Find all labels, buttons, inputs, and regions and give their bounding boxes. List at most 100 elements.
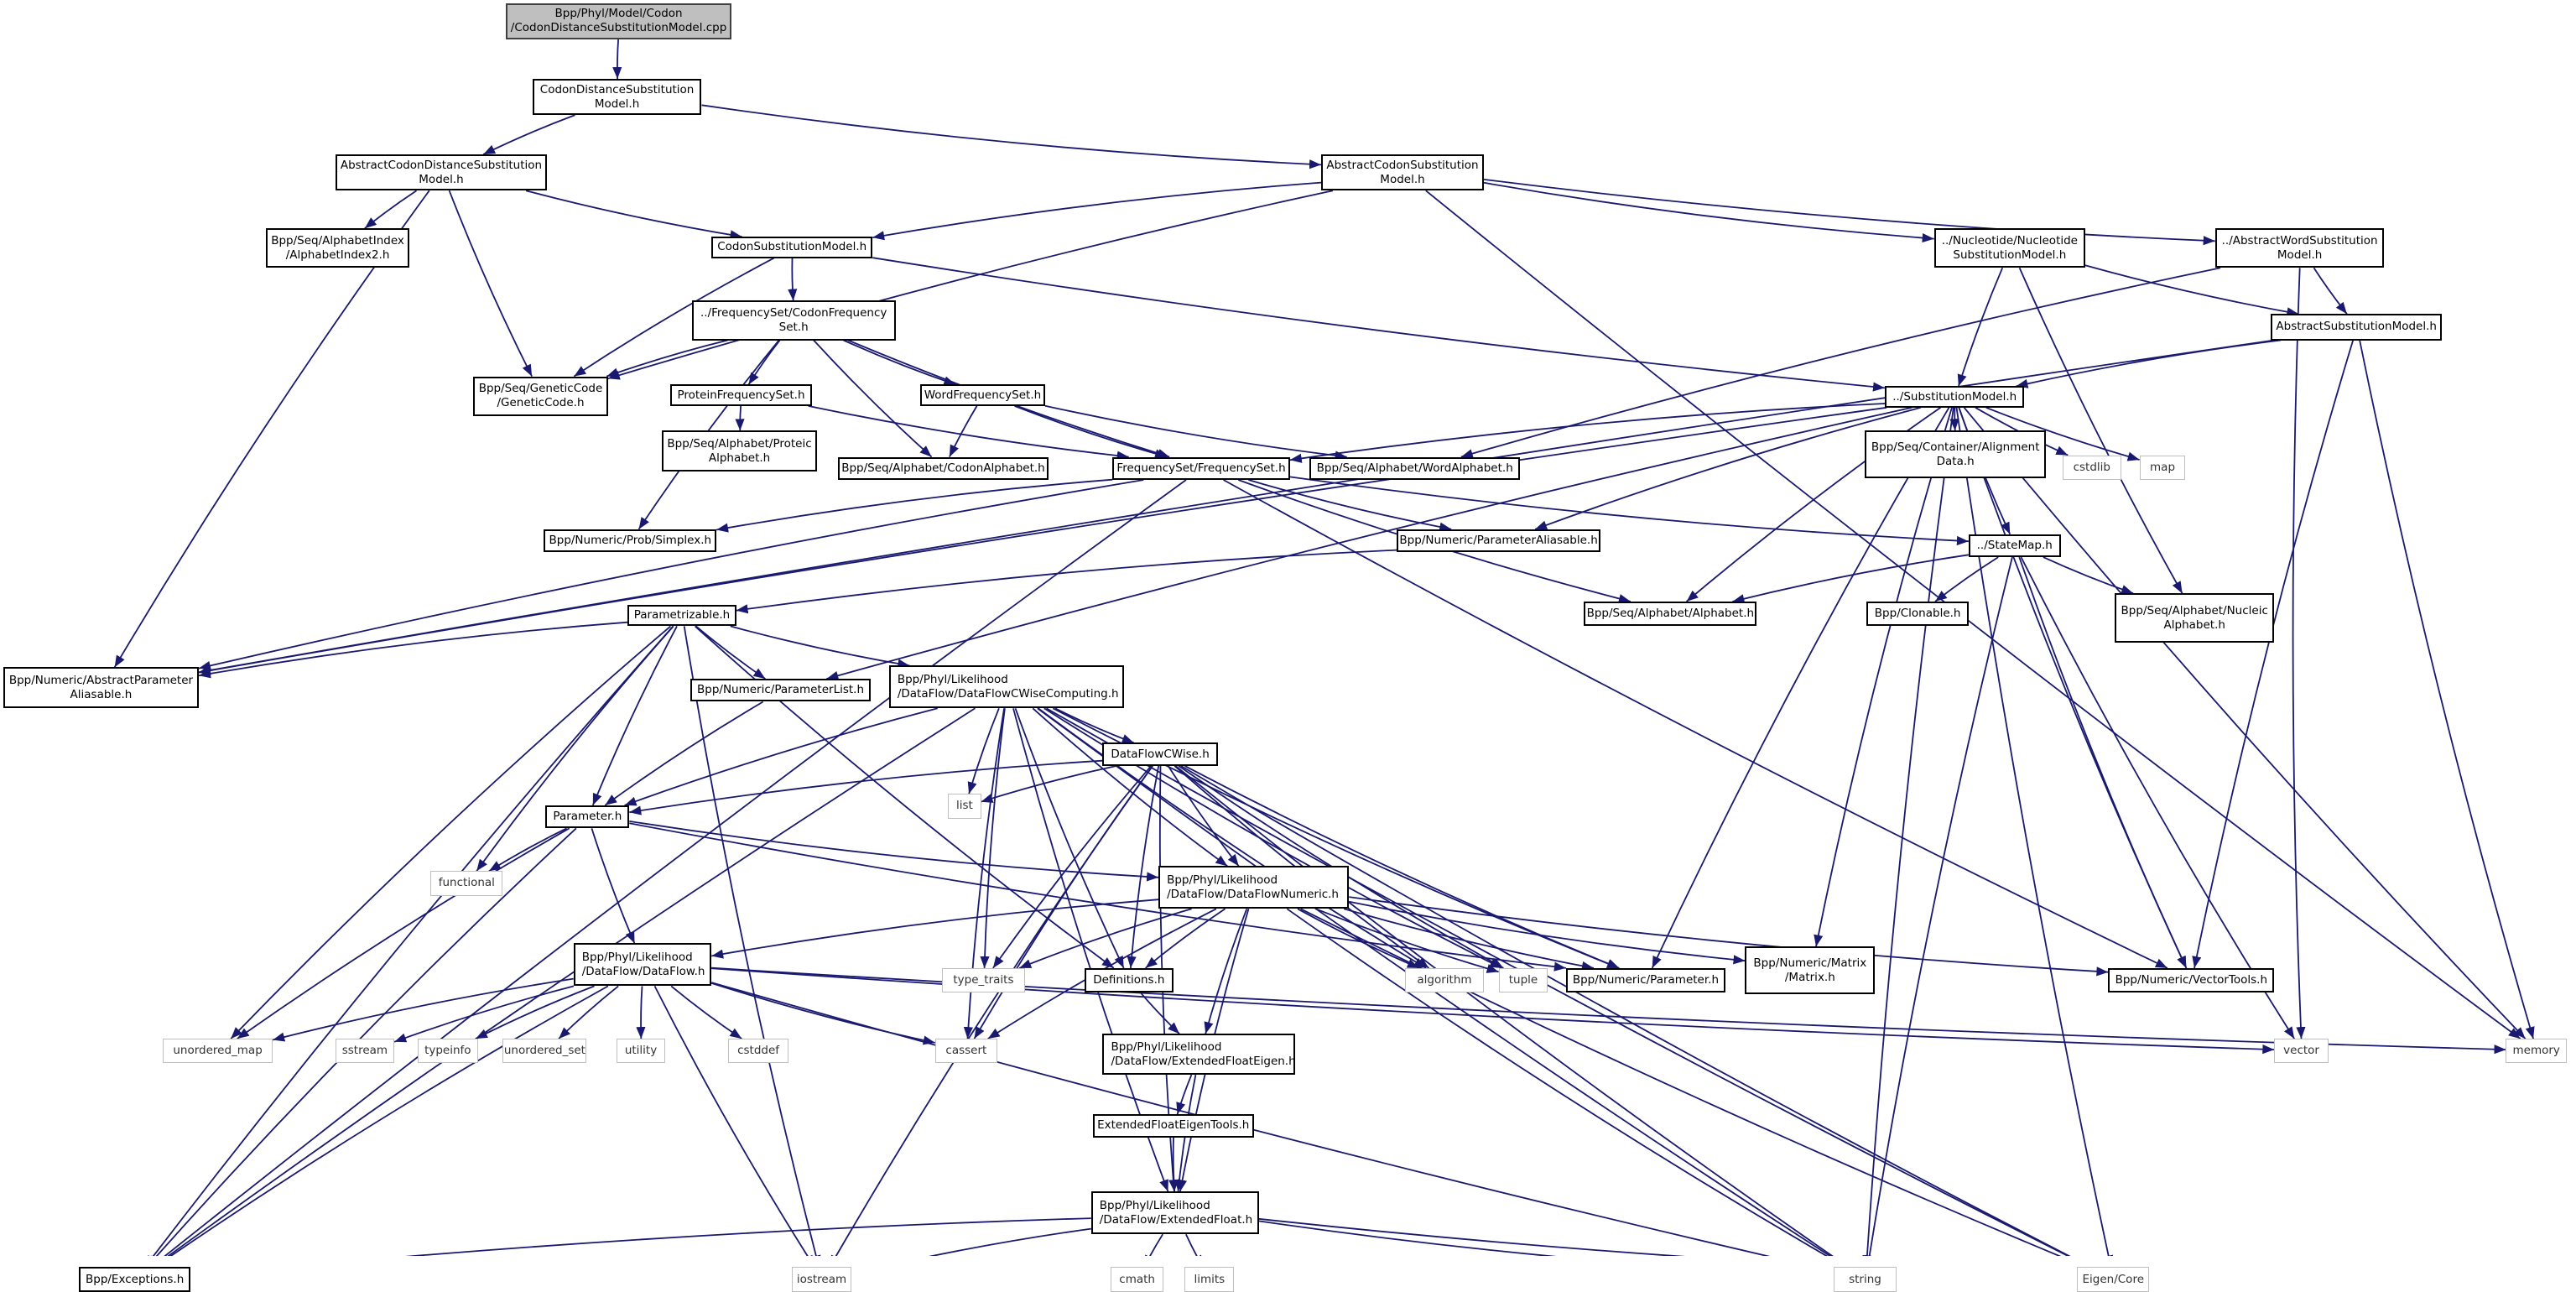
node-label: memory: [2512, 1044, 2560, 1058]
include-dependency-graph: Bpp/Phyl/Model/Codon /CodonDistanceSubst…: [3, 3, 2567, 1292]
node-asm[interactable]: AbstractSubstitutionModel.h: [2271, 314, 2443, 341]
node-matrix[interactable]: Bpp/Numeric/Matrix /Matrix.h: [1745, 946, 1876, 995]
node-ca[interactable]: Bpp/Seq/Alphabet/CodonAlphabet.h: [838, 456, 1049, 481]
node-utility: utility: [616, 1039, 666, 1064]
node-ef[interactable]: Bpp/Phyl/Likelihood /DataFlow/ExtendedFl…: [1090, 1191, 1259, 1235]
node-fs[interactable]: FrequencySet/FrequencySet.h: [1112, 456, 1290, 481]
node-statemap[interactable]: ../StateMap.h: [1968, 534, 2061, 558]
node-wfs[interactable]: WordFrequencySet.h: [920, 384, 1045, 406]
node-label: ../FrequencySet/CodonFrequency Set.h: [700, 305, 887, 334]
edge-dfcwc-to-eigen: [1046, 707, 2070, 1256]
node-string: string: [1834, 1267, 1897, 1292]
node-limits: limits: [1184, 1267, 1235, 1292]
edge-cfs-to-ca: [813, 339, 933, 458]
node-label: Bpp/Seq/Container/Alignment Data.h: [1871, 440, 2040, 468]
node-pa[interactable]: Bpp/Seq/Alphabet/Proteic Alphabet.h: [662, 430, 817, 472]
edge-sm-to-ad: [1949, 407, 1959, 431]
node-cfs[interactable]: ../FrequencySet/CodonFrequency Set.h: [691, 300, 896, 341]
edge-sm-to-eigen: [1955, 407, 2114, 1256]
edge-sm-to-matrix: [1814, 407, 1953, 947]
node-label: list: [956, 799, 973, 813]
node-nparam[interactable]: Bpp/Numeric/Parameter.h: [1565, 967, 1725, 993]
edge-acsm-to-nsm: [1483, 181, 1934, 243]
edge-df-to-sstream: [393, 985, 575, 1043]
node-label: Bpp/Phyl/Likelihood /DataFlow/ExtendedFl…: [1111, 1039, 1296, 1068]
node-label: Bpp/Phyl/Likelihood /DataFlow/DataFlow.h: [581, 950, 705, 978]
edge-pal-to-param: [736, 549, 1397, 614]
node-apa[interactable]: Bpp/Numeric/AbstractParameter Aliasable.…: [3, 667, 200, 709]
node-label: Bpp/Numeric/ParameterAliasable.h: [1399, 534, 1598, 547]
node-sstream: sstream: [335, 1039, 395, 1064]
node-exceptions[interactable]: Bpp/Exceptions.h: [79, 1267, 191, 1292]
node-nsm[interactable]: ../Nucleotide/Nucleotide SubstitutionMod…: [1933, 228, 2085, 268]
node-awsm[interactable]: ../AbstractWordSubstitution Model.h: [2214, 228, 2385, 268]
node-ai2[interactable]: Bpp/Seq/AlphabetIndex /AlphabetIndex2.h: [266, 228, 409, 268]
edge-fs-to-simplex: [716, 478, 1113, 533]
edge-acsm-to-gc: [607, 190, 1334, 380]
node-dfcwc[interactable]: Bpp/Phyl/Likelihood /DataFlow/DataFlowCW…: [888, 665, 1124, 709]
edge-wfs-to-fs: [1014, 405, 1168, 459]
edge-dfcwc-to-string: [1037, 707, 1832, 1256]
node-label: Bpp/Seq/Alphabet/WordAlphabet.h: [1316, 461, 1513, 475]
edge-dfn-to-string: [1286, 908, 1829, 1256]
node-dfcw[interactable]: DataFlowCWise.h: [1102, 742, 1218, 766]
edge-dfcwc-to-parameter: [624, 707, 938, 806]
edge-df-to-exceptions: [169, 985, 609, 1256]
node-label: typeinfo: [424, 1044, 471, 1058]
node-map: map: [2139, 455, 2186, 481]
node-label: DataFlowCWise.h: [1111, 747, 1210, 761]
node-cdsm[interactable]: CodonDistanceSubstitution Model.h: [532, 79, 702, 116]
edge-efet-to-ef: [1168, 1137, 1179, 1192]
node-efe[interactable]: Bpp/Phyl/Likelihood /DataFlow/ExtendedFl…: [1102, 1034, 1296, 1076]
edge-dfcw-to-eigen: [1180, 765, 2071, 1256]
edge-cdsm-to-acdsm: [482, 114, 575, 155]
edge-dfn-to-nparam: [1343, 908, 1595, 971]
node-label: string: [1849, 1272, 1881, 1286]
edge-dfcwc-to-type_traits: [980, 708, 1006, 968]
node-label: Bpp/Phyl/Likelihood /DataFlow/DataFlowNu…: [1167, 873, 1339, 901]
node-pal[interactable]: Bpp/Numeric/ParameterAliasable.h: [1397, 529, 1601, 553]
node-df[interactable]: Bpp/Phyl/Likelihood /DataFlow/DataFlow.h: [573, 943, 712, 987]
node-defs[interactable]: Definitions.h: [1084, 967, 1174, 993]
edge-sm-to-nparam: [1651, 407, 1950, 969]
edge-fs-to-exceptions: [164, 479, 1187, 1256]
node-wa[interactable]: Bpp/Seq/Alphabet/WordAlphabet.h: [1309, 456, 1521, 481]
edge-nsm-to-sm: [1957, 267, 2004, 387]
edge-statemap-to-nucleic: [2043, 556, 2134, 595]
node-plist[interactable]: Bpp/Numeric/ParameterList.h: [690, 679, 872, 702]
node-gc[interactable]: Bpp/Seq/GeneticCode /GeneticCode.h: [473, 376, 608, 416]
edge-parameter-to-functional: [488, 827, 567, 873]
node-label: Bpp/Numeric/Parameter.h: [1572, 973, 1720, 987]
node-memory: memory: [2506, 1039, 2567, 1064]
node-clonable[interactable]: Bpp/Clonable.h: [1866, 601, 1969, 627]
node-csm[interactable]: CodonSubstitutionModel.h: [711, 237, 873, 258]
edge-sm-to-string: [1862, 407, 1954, 1256]
node-acdsm[interactable]: AbstractCodonDistanceSubstitution Model.…: [335, 154, 548, 191]
node-acsm[interactable]: AbstractCodonSubstitution Model.h: [1321, 154, 1484, 191]
node-vtools[interactable]: Bpp/Numeric/VectorTools.h: [2108, 967, 2275, 993]
edge-dfn-to-df: [711, 899, 1159, 959]
node-pfs[interactable]: ProteinFrequencySet.h: [670, 384, 812, 406]
node-efet[interactable]: ExtendedFloatEigenTools.h: [1092, 1114, 1254, 1138]
node-sm[interactable]: ../SubstitutionModel.h: [1884, 386, 2025, 408]
edge-df-to-unordered_map: [272, 977, 574, 1042]
node-nucleic[interactable]: Bpp/Seq/Alphabet/Nucleic Alphabet.h: [2115, 593, 2275, 643]
node-param[interactable]: Parametrizable.h: [627, 604, 736, 627]
node-label: ../Nucleotide/Nucleotide SubstitutionMod…: [1941, 233, 2078, 262]
node-label: unordered_set: [503, 1044, 585, 1058]
node-parameter[interactable]: Parameter.h: [545, 805, 630, 829]
node-alphabet[interactable]: Bpp/Seq/Alphabet/Alphabet.h: [1584, 601, 1757, 627]
edge-sm-to-apa: [198, 406, 1887, 675]
node-simplex[interactable]: Bpp/Numeric/Prob/Simplex.h: [544, 529, 717, 553]
edge-nsm-to-nucleic: [2018, 267, 2183, 594]
node-label: Bpp/Exceptions.h: [85, 1272, 185, 1286]
edge-dfn-to-matrix: [1349, 900, 1746, 965]
node-label: AbstractSubstitutionModel.h: [2276, 320, 2437, 334]
edge-cfs-to-pfs: [747, 339, 781, 385]
node-ad[interactable]: Bpp/Seq/Container/Alignment Data.h: [1865, 430, 2046, 479]
edge-cfs-to-gc: [606, 339, 728, 378]
node-dfn[interactable]: Bpp/Phyl/Likelihood /DataFlow/DataFlowNu…: [1158, 866, 1350, 909]
node-label: limits: [1194, 1272, 1226, 1286]
node-label: FrequencySet/FrequencySet.h: [1116, 461, 1286, 475]
node-label: cstddef: [737, 1044, 780, 1058]
